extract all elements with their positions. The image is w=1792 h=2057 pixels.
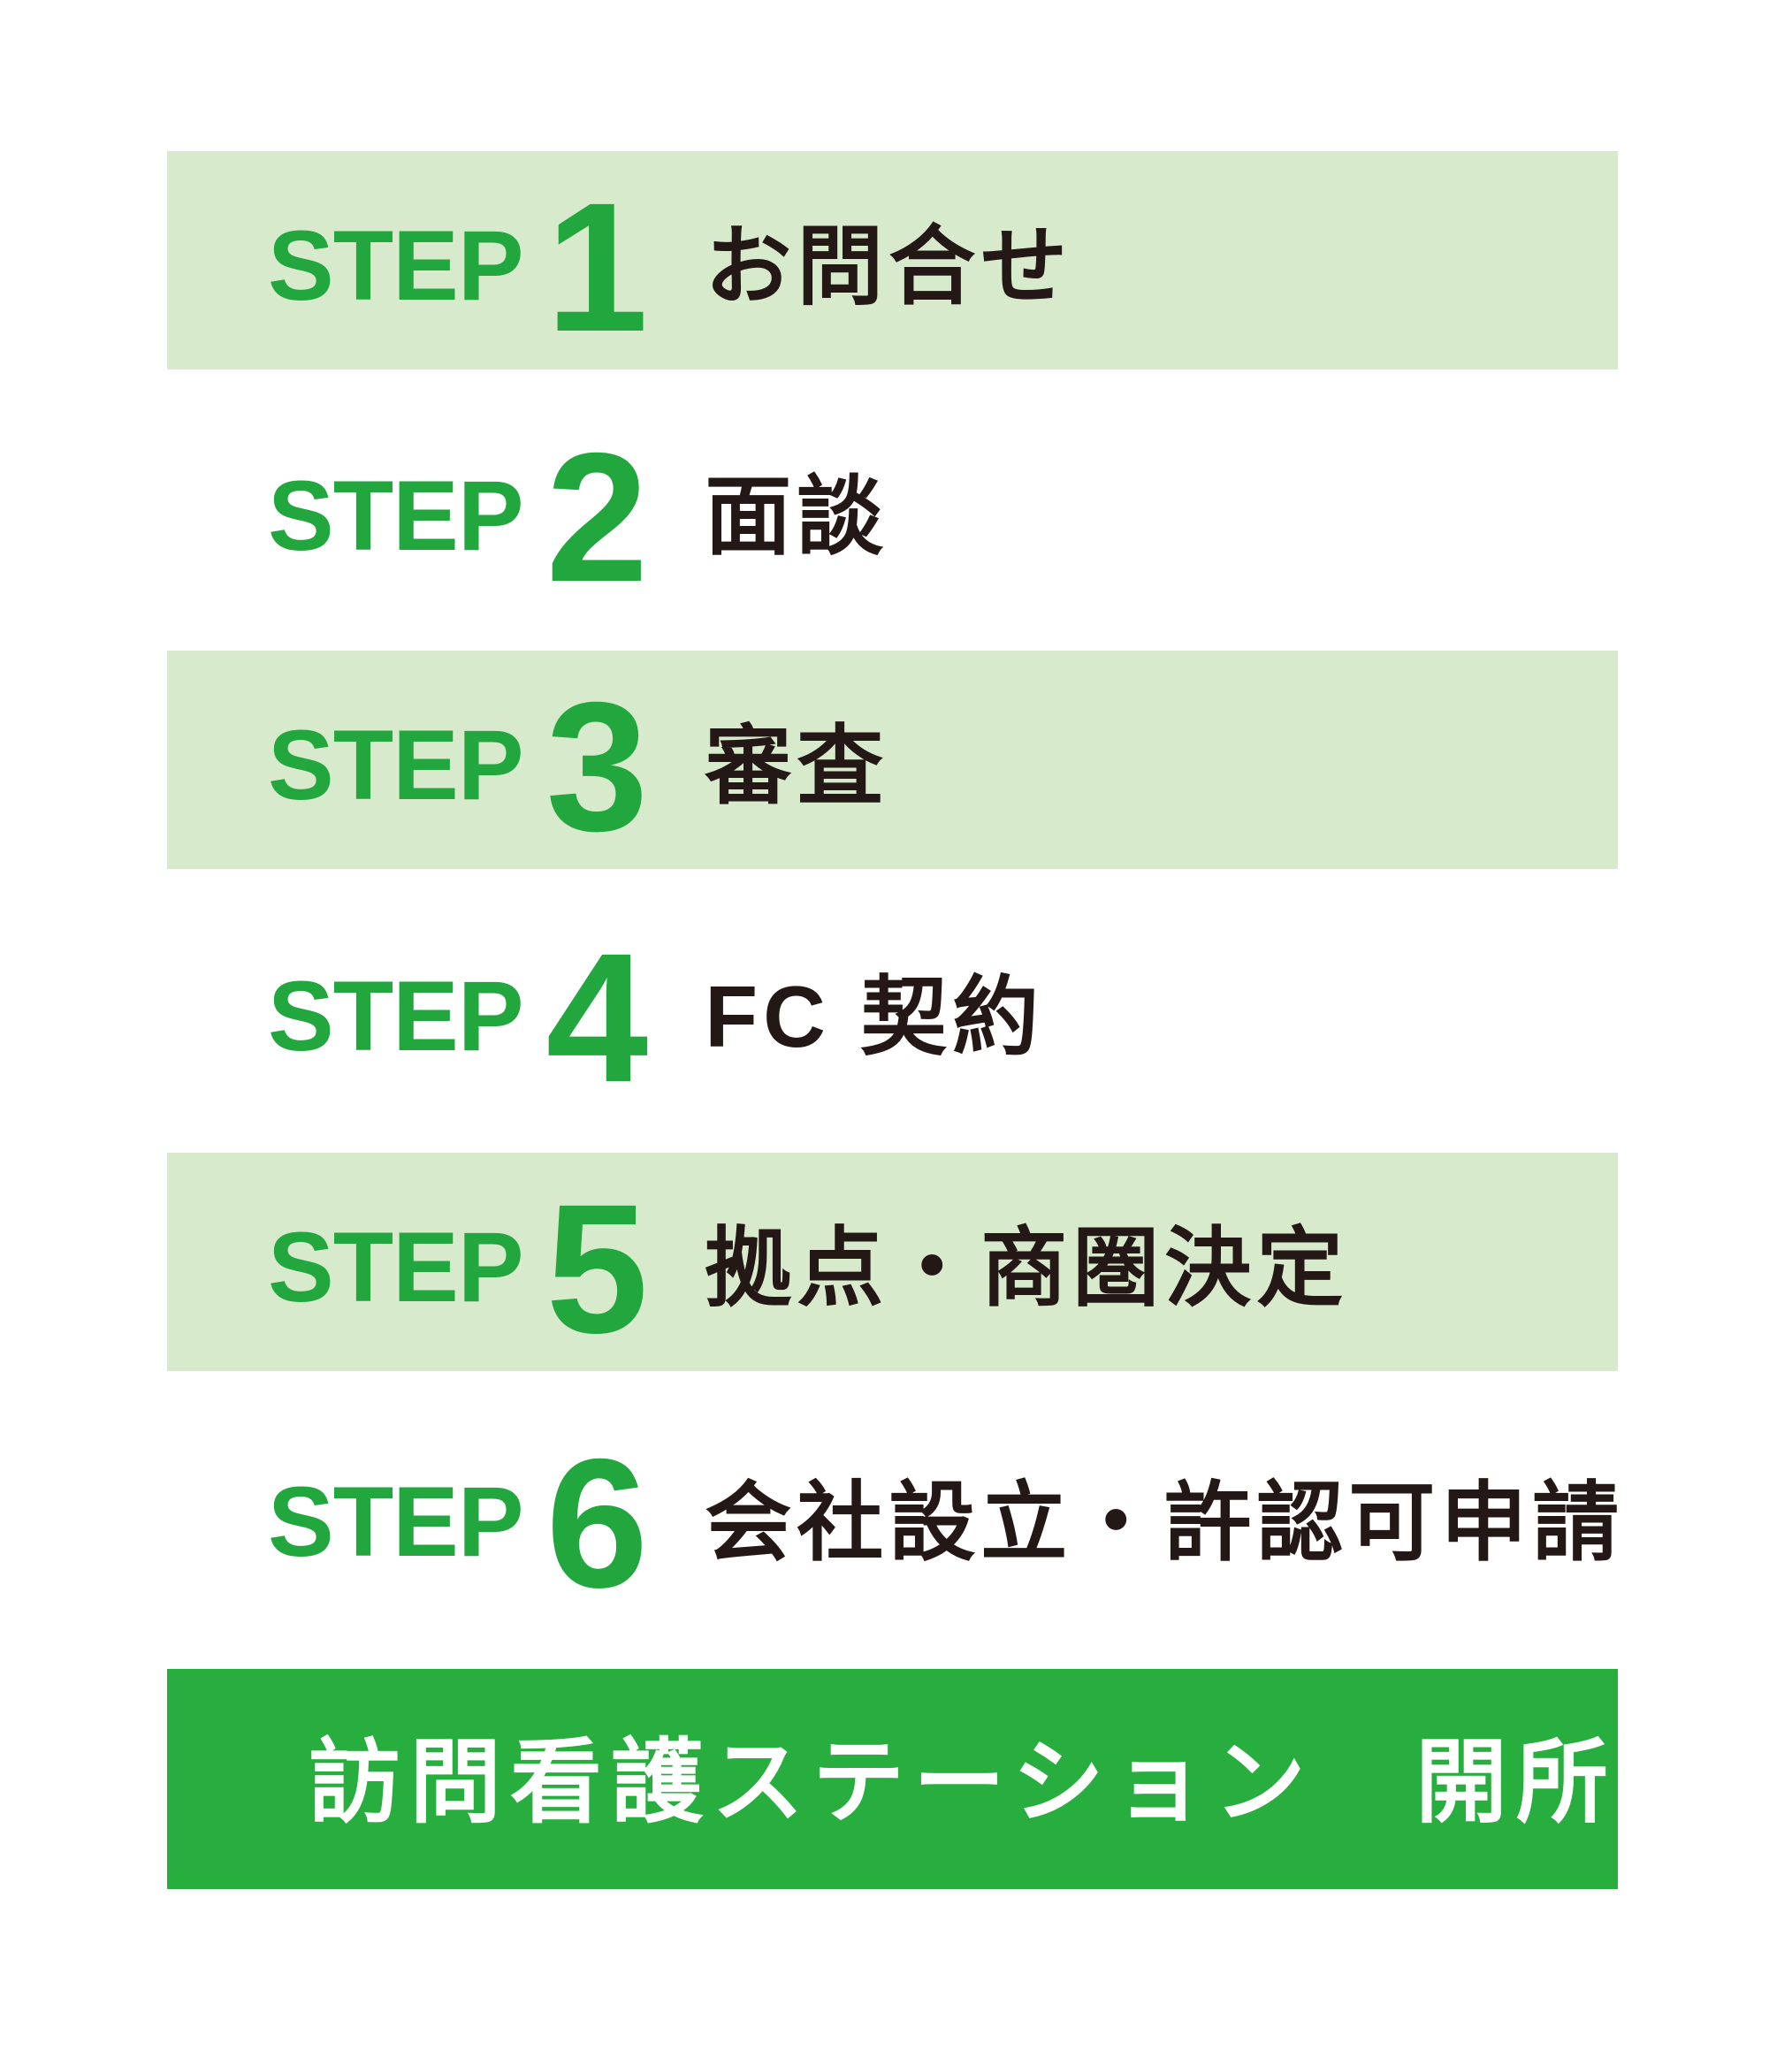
step-word-6: STEP (268, 1466, 524, 1577)
step-word-1: STEP (268, 210, 524, 321)
step-word-3: STEP (268, 709, 524, 820)
step-label-6: 会社設立・許認可申請 (705, 1473, 1625, 1571)
step-label-2: 面談 (705, 467, 889, 565)
step-number-2: 2 (545, 415, 649, 621)
step-label-5: 拠点・商圏決定 (705, 1218, 1349, 1316)
step-number-1: 1 (545, 164, 649, 370)
step-label-4: FC 契約 (705, 967, 1045, 1065)
step-row-3: STEP 3 審査 (167, 651, 1618, 869)
step-number-4: 4 (545, 915, 649, 1121)
step-label-1: お問合せ (705, 217, 1073, 315)
step-word-5: STEP (268, 1211, 524, 1322)
step-number-3: 3 (545, 664, 649, 870)
step-number-5: 5 (545, 1166, 649, 1372)
step-row-4: STEP 4 FC 契約 (167, 902, 1618, 1120)
step-row-1: STEP 1 お問合せ (167, 151, 1618, 369)
final-result-banner: 訪問看護ステーション 開所 (167, 1669, 1618, 1889)
step-row-2: STEP 2 面談 (167, 401, 1618, 620)
step-number-6: 6 (545, 1421, 649, 1627)
step-row-6: STEP 6 会社設立・許認可申請 (167, 1407, 1619, 1627)
step-word-2: STEP (268, 460, 524, 571)
step-label-3: 審査 (705, 716, 889, 814)
step-row-5: STEP 5 拠点・商圏決定 (167, 1153, 1618, 1371)
step-word-4: STEP (268, 960, 524, 1071)
final-result-banner-text: 訪問看護ステーション 開所 (309, 1731, 1617, 1834)
